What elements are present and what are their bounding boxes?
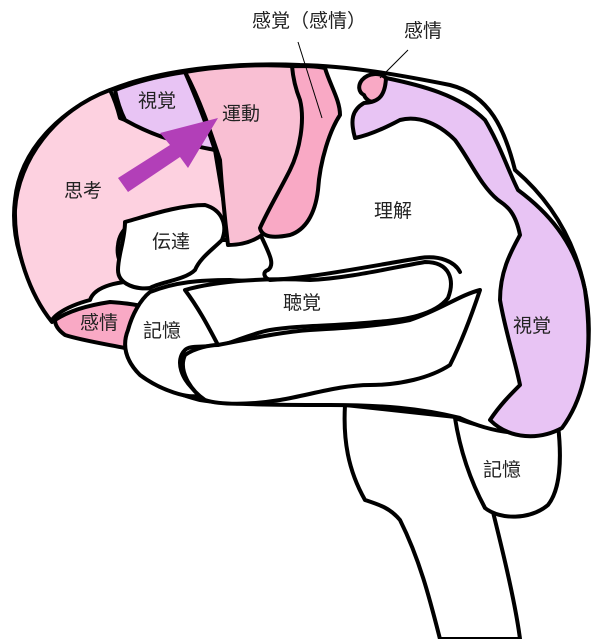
label-understanding: 理解 <box>374 200 413 222</box>
arrow-icon <box>118 118 218 192</box>
label-thinking: 思考 <box>64 180 103 202</box>
label-sensory-emotion: 感覚（感情） <box>252 10 367 32</box>
understanding-boundary <box>260 236 462 282</box>
label-emotion-bottom: 感情 <box>80 312 119 334</box>
label-motor: 運動 <box>222 103 261 125</box>
label-vision-front: 視覚 <box>138 90 177 112</box>
label-hearing: 聴覚 <box>283 292 322 314</box>
label-vision-back: 視覚 <box>513 315 552 337</box>
label-memory-bottom: 記憶 <box>483 459 522 481</box>
label-memory-left: 記憶 <box>143 320 182 342</box>
leader-line-sensory <box>297 41 323 119</box>
label-communication: 伝達 <box>152 231 191 253</box>
label-emotion-top: 感情 <box>404 20 443 42</box>
vision-back-region <box>350 76 591 439</box>
sensory-region <box>258 64 342 239</box>
communication-region <box>116 203 227 291</box>
temporal-lower-region <box>181 288 482 406</box>
leader-line-emotion-top <box>379 49 409 79</box>
